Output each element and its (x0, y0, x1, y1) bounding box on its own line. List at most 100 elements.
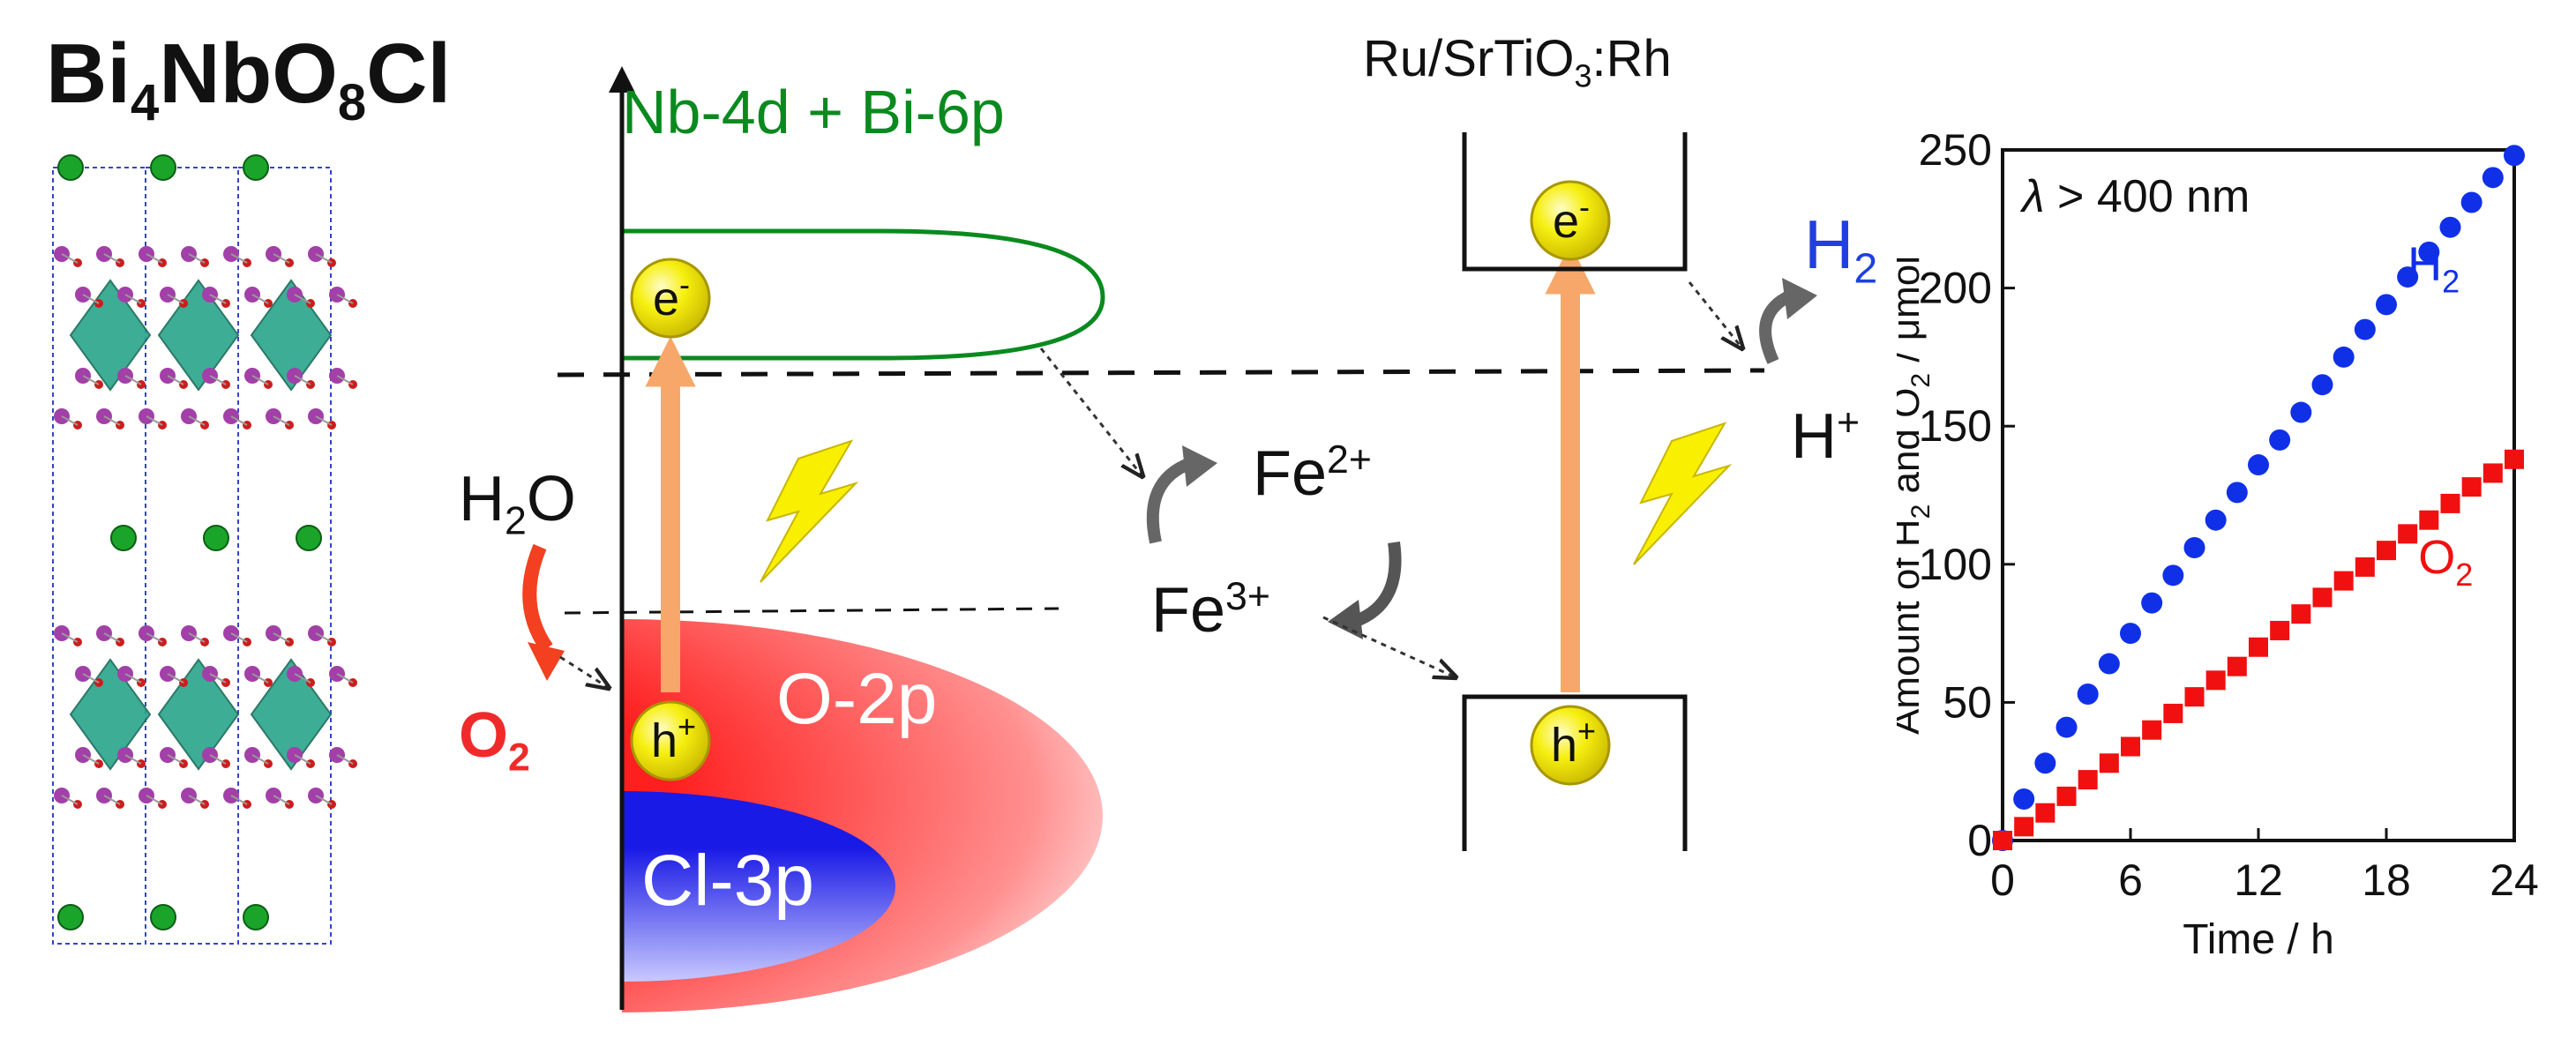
srtio3-valence-well (1462, 694, 1688, 851)
nbo6-octahedron (157, 279, 240, 392)
bond (188, 632, 206, 643)
h2-data-point (2205, 509, 2227, 531)
o2-product-label: O2 (459, 700, 530, 780)
x-tick-label: 12 (2234, 855, 2283, 905)
h2-data-point (2311, 374, 2333, 396)
crystal-formula: Bi4NbO8Cl (46, 26, 452, 132)
nbo6-octahedron (250, 658, 333, 771)
cl-atom (296, 525, 322, 551)
nbo6-octahedron (157, 658, 240, 771)
cl-atom (150, 904, 176, 930)
bond (294, 754, 311, 765)
bond (315, 632, 333, 643)
o2-data-point (2163, 703, 2183, 723)
curved-arrow-h2-head (1782, 278, 1817, 319)
bond (167, 673, 184, 684)
wavelength-annotation: λ > 400 nm (2019, 171, 2250, 222)
o2-data-point (2056, 786, 2077, 806)
cl-atom (243, 904, 269, 930)
cl-atom (203, 525, 229, 551)
y-tick-label: 150 (1919, 401, 1992, 451)
curved-arrow-fe-oxidation-head (1182, 445, 1217, 487)
bond (61, 795, 79, 805)
h2-product-label: H2 (1804, 205, 1878, 293)
bond (103, 415, 121, 426)
cl3p-band-label: Cl-3p (641, 841, 814, 921)
y-tick-label: 0 (1967, 816, 1992, 865)
cl-atom (57, 154, 84, 181)
cl-atom (150, 154, 176, 181)
lightning-icon-2 (1633, 422, 1733, 565)
bond (61, 415, 79, 426)
cl3p-band (622, 791, 895, 982)
nbo6-octahedron (69, 279, 152, 392)
dotted-arrow-cb2-to-h (1688, 281, 1742, 348)
curved-arrow-fe-reduction-head (1328, 600, 1363, 639)
h2-data-point (2077, 684, 2099, 706)
bond (82, 754, 100, 765)
dotted-arrow-cb-to-fe3 (1039, 347, 1142, 476)
curved-arrow-fe-oxidation (1146, 457, 1194, 544)
x-tick-label: 24 (2490, 855, 2539, 905)
fe2-label: Fe2+ (1253, 438, 1372, 509)
h2-data-point (2397, 266, 2419, 288)
bond (124, 294, 142, 304)
o2-data-point (2398, 524, 2418, 544)
h2-data-point (2290, 401, 2312, 423)
bond (273, 795, 290, 805)
bond (146, 253, 163, 264)
bond (188, 415, 206, 426)
o2-data-point (2099, 753, 2119, 773)
o2-data-point (2461, 477, 2482, 497)
proton-label: H+ (1791, 401, 1861, 472)
cl-atom (243, 154, 269, 181)
h2-data-point (2439, 216, 2461, 238)
bond (315, 415, 333, 426)
bond (273, 632, 290, 643)
h2-data-point (2418, 241, 2440, 263)
h2o-label: H2O (459, 464, 576, 543)
o2-series-label: O2 (2418, 531, 2473, 593)
o2-data-point (2505, 449, 2524, 469)
o2-data-point (2333, 571, 2354, 591)
nbo6-octahedron (250, 279, 333, 392)
o2-data-point (2270, 620, 2290, 640)
curved-arrow-h2-evolution (1759, 289, 1794, 364)
electron-label-1: e- (653, 266, 690, 325)
o2-data-point (2142, 720, 2162, 740)
electron-particle-1 (630, 258, 711, 339)
bond (294, 673, 311, 684)
bond (167, 754, 184, 765)
o2-data-point (2355, 557, 2375, 577)
bond (230, 415, 248, 426)
bond (124, 673, 142, 684)
bond (146, 795, 163, 805)
h2-data-point (2482, 167, 2504, 189)
o2p-band-label: O-2p (776, 659, 938, 739)
o2-data-point (2014, 817, 2034, 837)
bond (82, 673, 100, 684)
o2-data-point (2121, 736, 2140, 757)
nbo6-octahedron (69, 658, 152, 771)
bond (209, 375, 227, 385)
bond (188, 253, 206, 264)
curved-arrow-water-oxidation (522, 543, 553, 653)
bond (103, 253, 121, 264)
y-axis-label: Amount of H2 and O2 / μmol (1897, 256, 1936, 735)
bond (188, 795, 206, 805)
bond (273, 253, 290, 264)
y-tick-label: 200 (1919, 264, 1992, 313)
electron-label-2: e- (1553, 189, 1590, 248)
bond (124, 754, 142, 765)
bond (230, 253, 248, 264)
bond (103, 795, 121, 805)
y-tick-label: 50 (1943, 677, 1992, 727)
crystal-structure (52, 154, 357, 945)
h2-data-point (2376, 294, 2397, 316)
o2-data-point (2291, 604, 2311, 624)
bond (167, 375, 184, 385)
curved-arrow-water-head (528, 642, 565, 681)
bond (103, 632, 121, 643)
